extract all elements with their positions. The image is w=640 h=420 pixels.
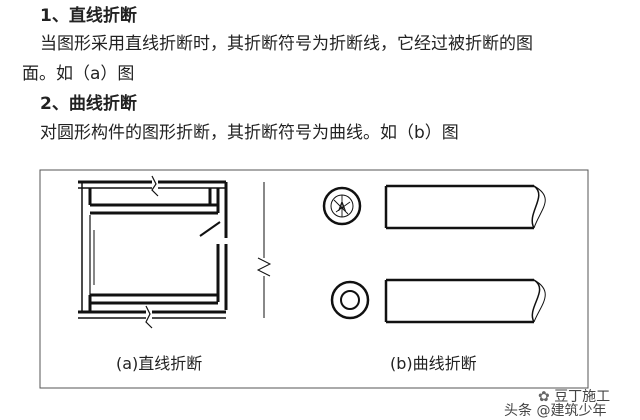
heading-1: 1、直线折断 [40,6,137,26]
caption-a: (a)直线折断 [116,354,203,373]
break-symbol-figure: A [39,169,589,389]
straight-break-drawing [78,175,272,329]
caption-b: (b)曲线折断 [390,354,477,373]
watermark-account-text: 豆丁施工 [554,389,611,405]
figure-frame [39,169,589,389]
paragraph-1-line-1: 当图形采用直线折断时，其折断符号为折断线，它经过被折断的图 [40,34,533,54]
watermark-source: 头条 @建筑少年 [504,403,607,419]
circle-label: A [338,200,347,214]
wechat-icon: ✿ [538,389,550,405]
curved-break-drawing [322,184,546,324]
paragraph-1-line-2: 面。如（a）图 [22,64,135,84]
paragraph-2-line-1: 对圆形构件的图形折断，其折断符号为曲线。如（b）图 [40,123,459,143]
watermark-account: ✿ 豆丁施工 [538,386,610,406]
heading-2: 2、曲线折断 [40,94,137,114]
